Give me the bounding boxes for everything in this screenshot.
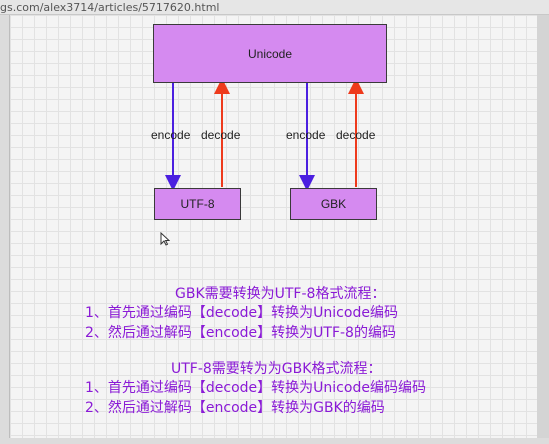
gbk-flow-step1: 1、首先通过编码【decode】转换为Unicode编码 [85,305,398,321]
diagram-canvas [9,15,539,438]
utf8-box: UTF-8 [154,188,241,220]
encode-label-right: encode [286,128,326,142]
gbk-flow-step2: 2、然后通过解码【encode】转换为UTF-8的编码 [85,325,396,341]
address-bar[interactable]: gs.com/alex3714/articles/5717620.html [0,0,549,15]
unicode-box: Unicode [153,24,387,83]
decode-label-right: decode [336,128,376,142]
decode-label-left: decode [201,128,241,142]
unicode-box-label: Unicode [247,46,293,61]
encode-label-left: encode [151,128,191,142]
gbk-box-label: GBK [320,197,347,211]
window-edge [537,15,549,438]
utf8-box-label: UTF-8 [180,197,215,211]
mouse-cursor-icon [160,232,170,246]
gbk-flow-title: GBK需要转换为UTF-8格式流程： [175,286,386,302]
utf8-flow-title: UTF-8需要转为为GBK格式流程： [171,361,382,377]
utf8-flow-step2: 2、然后通过解码【encode】转换为GBK的编码 [85,400,385,416]
gbk-box: GBK [290,188,377,220]
url-text[interactable]: gs.com/alex3714/articles/5717620.html [0,1,220,14]
utf8-flow-step1: 1、首先通过编码【decode】转换为Unicode编码编码 [85,380,426,396]
